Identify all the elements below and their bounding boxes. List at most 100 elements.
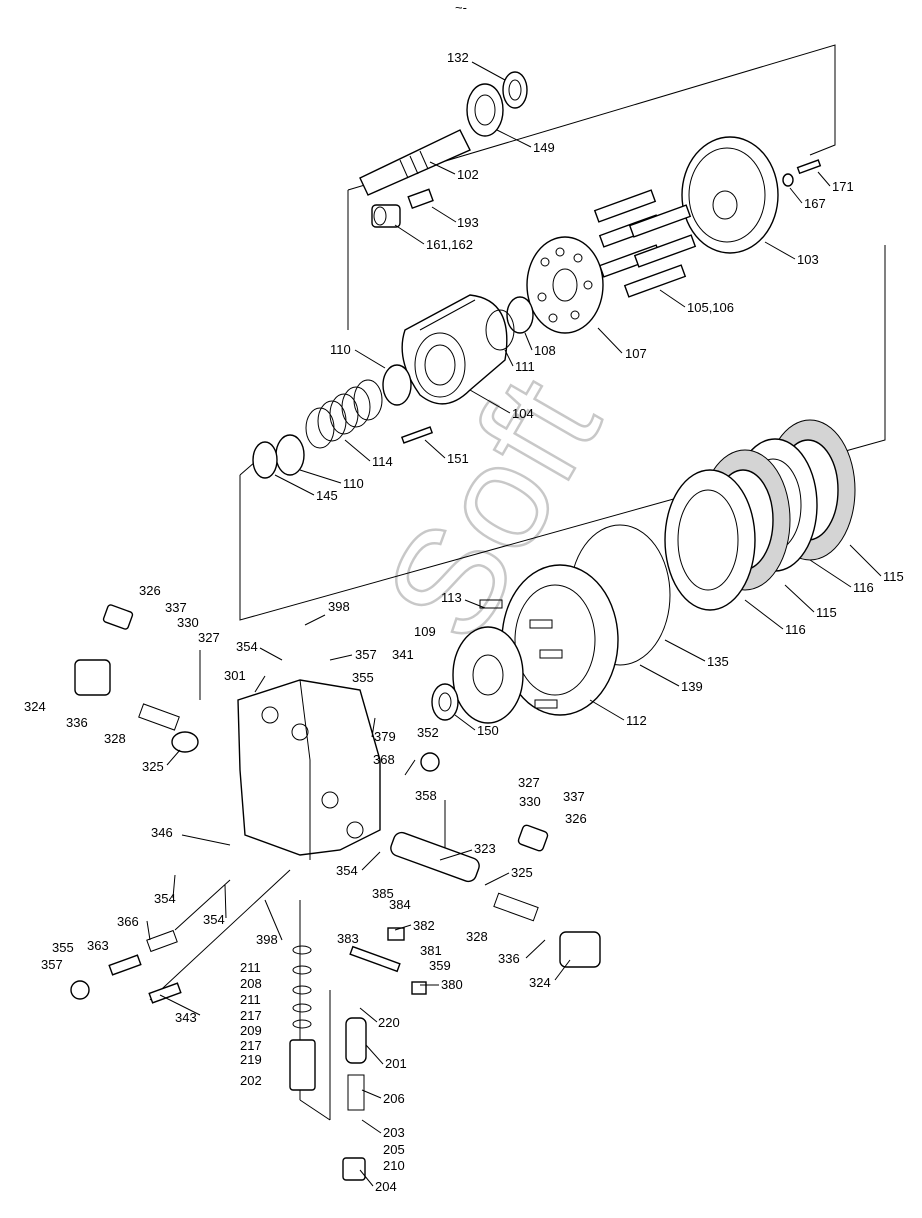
bearing-149 (466, 83, 504, 137)
ring-110-upper (382, 364, 412, 406)
spring-193 (407, 188, 434, 210)
callout-385: 385 (372, 886, 394, 901)
callout-382: 382 (413, 918, 435, 933)
cylinder-block-104 (401, 294, 508, 405)
bearing-150 (431, 683, 459, 721)
valve-body-301 (237, 679, 381, 860)
callout-115-outer: 115 (883, 569, 904, 584)
plate-116-inner (664, 469, 756, 611)
part-109 (452, 626, 524, 724)
callout-384: 384 (389, 897, 411, 912)
cartridge-202 (289, 1039, 316, 1091)
callout-352: 352 (417, 725, 439, 740)
callout-110-upper: 110 (330, 342, 351, 357)
callout-149: 149 (533, 140, 555, 155)
callout-379: 379 (374, 729, 396, 744)
piston-112 (501, 564, 619, 716)
o-rings-stack (292, 945, 312, 1029)
valve-201 (345, 1017, 367, 1064)
callout-210: 210 (383, 1158, 405, 1173)
screw-343 (148, 982, 182, 1004)
pin-171 (796, 159, 822, 175)
callout-113: 113 (441, 590, 462, 605)
callout-206: 206 (383, 1091, 405, 1106)
callout-150: 150 (477, 723, 499, 738)
snap-ring-145 (252, 441, 278, 479)
spool-323 (390, 831, 480, 883)
part-161-162 (371, 204, 401, 228)
callout-398-top: 398 (328, 599, 350, 614)
poppet-325-left (171, 731, 199, 753)
callout-201: 201 (385, 1056, 407, 1071)
callout-381: 381 (420, 943, 442, 958)
plug-326-right (517, 824, 549, 852)
callout-217-lower: 217 (240, 1038, 262, 1053)
pin-151 (400, 426, 434, 444)
callout-115-inner: 115 (816, 605, 837, 620)
disc-103 (681, 136, 779, 254)
ring-110-lower (275, 434, 305, 476)
callout-167: 167 (804, 196, 826, 211)
callout-105-106: 105,106 (687, 300, 734, 315)
callout-301: 301 (224, 668, 246, 683)
spring-328-left (138, 703, 180, 731)
callout-208: 208 (240, 976, 262, 991)
callout-217-upper: 217 (240, 1008, 262, 1023)
callout-337-right: 337 (563, 789, 585, 804)
callout-220: 220 (378, 1015, 400, 1030)
callout-354-top: 354 (236, 639, 258, 654)
callout-193: 193 (457, 215, 479, 230)
callout-337-left: 337 (165, 600, 187, 615)
plug-324-left (74, 659, 111, 696)
callout-139: 139 (681, 679, 703, 694)
callout-111: 111 (515, 359, 535, 374)
callout-325-right: 325 (511, 865, 533, 880)
callout-labels: 132 149 102 193 161,162 171 167 103 105,… (24, 50, 904, 1194)
callout-354-mid: 354 (336, 863, 358, 878)
callout-211-upper: 211 (240, 960, 261, 975)
callout-359: 359 (429, 958, 451, 973)
callout-102: 102 (457, 167, 479, 182)
bearing-132 (502, 71, 528, 109)
header-mark: ~- (455, 0, 467, 15)
callout-109: 109 (414, 624, 436, 639)
callout-103: 103 (797, 252, 819, 267)
callout-327-right: 327 (518, 775, 540, 790)
callout-202: 202 (240, 1073, 262, 1088)
callout-330-left: 330 (177, 615, 199, 630)
callout-357-top: 357 (355, 647, 377, 662)
callout-336-right: 336 (498, 951, 520, 966)
spring-366 (146, 929, 178, 953)
plug-357-left (70, 980, 90, 1000)
callout-327-left: 327 (198, 630, 220, 645)
callout-324-right: 324 (529, 975, 551, 990)
callout-366: 366 (117, 914, 139, 929)
callout-368: 368 (373, 752, 395, 767)
callout-132: 132 (447, 50, 469, 65)
callout-145: 145 (316, 488, 338, 503)
callout-380: 380 (441, 977, 463, 992)
springs-113 (479, 599, 563, 709)
callout-112: 112 (626, 713, 647, 728)
shaft-102 (359, 129, 471, 196)
callout-363: 363 (87, 938, 109, 953)
callout-209: 209 (240, 1023, 262, 1038)
rod-381 (349, 945, 401, 973)
leader-lines (146, 61, 882, 1187)
callout-203: 203 (383, 1125, 405, 1140)
spring-114 (305, 379, 383, 449)
plug-204 (342, 1157, 366, 1181)
callout-323: 323 (474, 841, 496, 856)
ring-108 (506, 296, 534, 334)
callout-116-inner: 116 (785, 622, 806, 637)
callout-204: 204 (375, 1179, 397, 1194)
callout-116-outer: 116 (853, 580, 874, 595)
plug-326-left (102, 604, 134, 630)
pistons-105-106 (593, 189, 697, 298)
poppet-363 (108, 954, 142, 976)
callout-324-left: 324 (24, 699, 46, 714)
callout-326-right: 326 (565, 811, 587, 826)
callout-354-bottom: 354 (203, 912, 225, 927)
plate-107 (526, 236, 604, 334)
